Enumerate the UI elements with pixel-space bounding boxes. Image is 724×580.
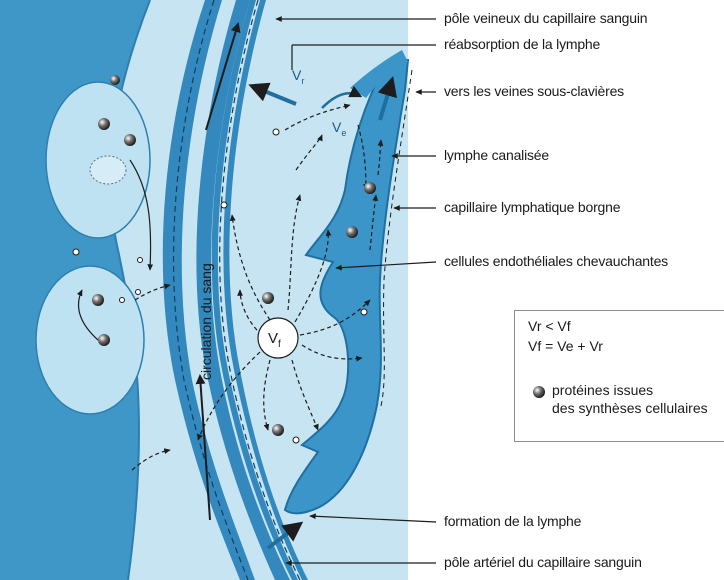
label-vers-veines: vers les veines sous-clavières [444,83,624,99]
legend-proteines-line2: des synthèses cellulaires [552,400,708,416]
legend-equation-1: Vr < Vf [528,318,571,334]
label-capillaire-lymphatique: capillaire lymphatique borgne [444,199,620,215]
circulation-label: circulation du sang [198,263,214,380]
label-pole-veineux: pôle veineux du capillaire sanguin [444,10,647,26]
cell-lower [36,266,144,414]
label-pole-arteriel: pôle artériel du capillaire sanguin [444,554,642,570]
legend-equation-2: Vf = Ve + Vr [528,338,603,354]
label-reabsorption: réabsorption de la lymphe [444,36,600,52]
legend-proteines-line1: protéines issues [552,382,653,398]
label-cellules-endotheliales: cellules endothéliales chevauchantes [444,253,668,269]
label-lymphe-canalisee: lymphe canalisée [444,147,549,163]
nucleus-upper [90,156,126,184]
label-formation-lymphe: formation de la lymphe [444,513,581,529]
protein-legend-icon [532,385,546,399]
